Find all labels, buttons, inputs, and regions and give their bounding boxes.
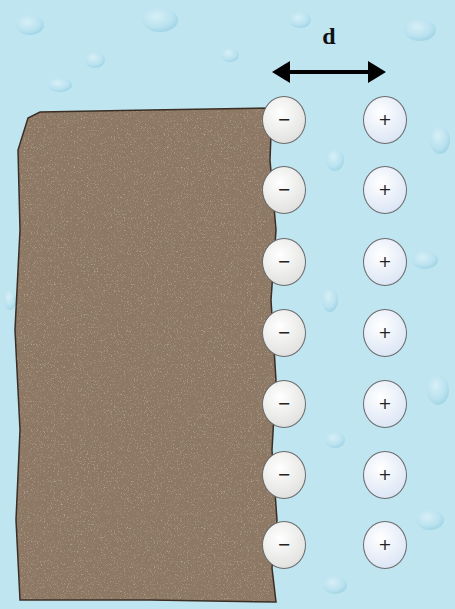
distance-label: d bbox=[322, 24, 335, 48]
charge-sign: − bbox=[277, 254, 290, 270]
negative-ion: − bbox=[262, 451, 306, 499]
positive-ion: + bbox=[363, 521, 407, 569]
negative-ion: − bbox=[262, 309, 306, 357]
positive-ion: + bbox=[363, 238, 407, 286]
positive-ion: + bbox=[363, 380, 407, 428]
negative-ion: − bbox=[262, 166, 306, 214]
negative-ion: − bbox=[262, 380, 306, 428]
charge-sign: + bbox=[378, 325, 391, 341]
charge-sign: + bbox=[378, 396, 391, 412]
charge-sign: − bbox=[277, 467, 290, 483]
charge-sign: − bbox=[277, 396, 290, 412]
charge-sign: + bbox=[378, 112, 391, 128]
negative-ion: − bbox=[262, 238, 306, 286]
charge-sign: − bbox=[277, 537, 290, 553]
charge-sign: + bbox=[378, 467, 391, 483]
charge-sign: − bbox=[277, 182, 290, 198]
charge-sign: − bbox=[277, 112, 290, 128]
charge-sign: + bbox=[378, 254, 391, 270]
positive-ion: + bbox=[363, 451, 407, 499]
negative-ion: − bbox=[262, 521, 306, 569]
distance-arrow bbox=[272, 61, 386, 83]
charge-sign: − bbox=[277, 325, 290, 341]
charge-sign: + bbox=[378, 182, 391, 198]
charge-sign: + bbox=[378, 537, 391, 553]
positive-ion: + bbox=[363, 309, 407, 357]
particle bbox=[0, 100, 290, 609]
positive-ion: + bbox=[363, 96, 407, 144]
positive-ion: + bbox=[363, 166, 407, 214]
negative-ion: − bbox=[262, 96, 306, 144]
